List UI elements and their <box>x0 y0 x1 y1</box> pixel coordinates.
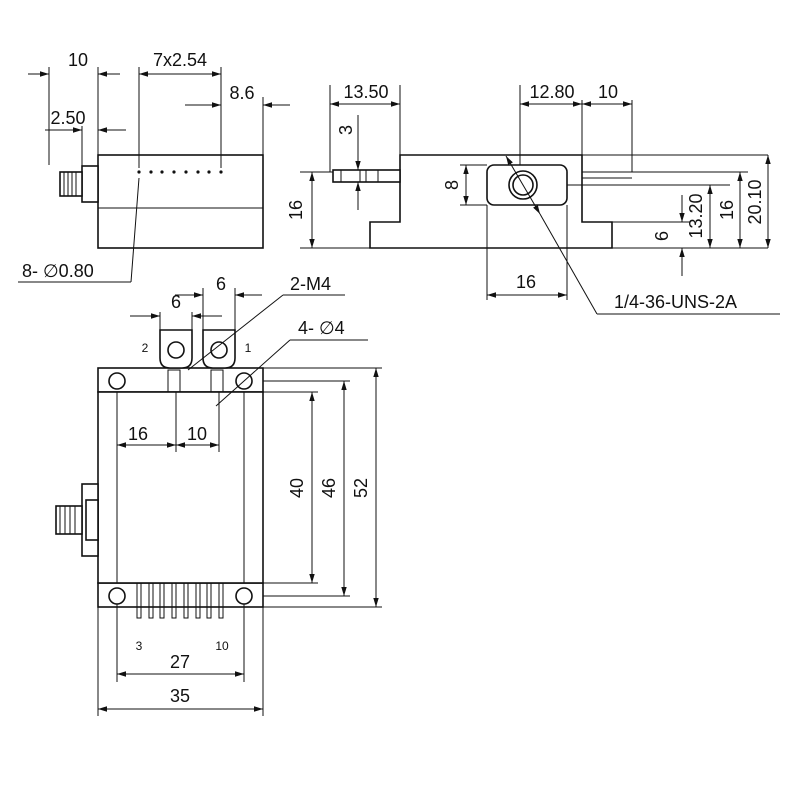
dim-6-side: 6 <box>652 231 672 241</box>
dim-8-6: 8.6 <box>229 83 254 103</box>
dim-10-front: 10 <box>187 424 207 444</box>
bottom-flange <box>97 582 264 608</box>
dim-6-right: 6 <box>216 274 226 294</box>
pin-hole-callout: 8- ∅0.80 <box>22 261 94 281</box>
pin <box>171 582 177 619</box>
pin <box>148 582 154 619</box>
pin-hole <box>160 170 164 174</box>
dim-16-front: 16 <box>128 424 148 444</box>
fiber-connector-mount <box>486 164 568 206</box>
pin-hole <box>184 170 188 174</box>
pin <box>218 582 224 619</box>
dim-40: 40 <box>287 478 307 498</box>
thread-callout: 1/4-36-UNS-2A <box>614 292 737 312</box>
pin-label-2: 2 <box>142 341 149 355</box>
mount-hole <box>108 372 126 390</box>
pin-holes-row <box>137 170 223 174</box>
side-view: 13.50 3 16 12.80 10 8 16 6 13.20 16 20.1… <box>286 82 780 315</box>
top-view-housing <box>97 154 264 249</box>
front-view-housing <box>97 391 264 584</box>
dim-52: 52 <box>351 478 371 498</box>
terminal-tab-2 <box>159 329 193 393</box>
dim-16-width: 16 <box>516 272 536 292</box>
pin <box>159 582 165 619</box>
pin-label-1: 1 <box>245 341 252 355</box>
pin-hole <box>149 170 153 174</box>
sma-connector-front <box>55 483 99 557</box>
pin <box>206 582 212 619</box>
top-view: 10 7x2.54 8.6 2.50 8- ∅0.80 <box>18 50 290 283</box>
pin-row <box>136 582 224 619</box>
dim-16-height: 16 <box>286 200 306 220</box>
mount-hole <box>235 372 253 390</box>
pin-hole <box>196 170 200 174</box>
dim-35: 35 <box>170 686 190 706</box>
side-pin-stub <box>332 169 401 183</box>
dim-10-side: 10 <box>598 82 618 102</box>
pin-hole <box>137 170 141 174</box>
sma-connector-top <box>59 165 99 203</box>
dim-pin-pitch: 7x2.54 <box>153 50 207 70</box>
dim-12-80: 12.80 <box>529 82 574 102</box>
dim-16-right: 16 <box>717 200 737 220</box>
pin-label-3: 3 <box>136 639 143 653</box>
mount-holes-callout: 4- ∅4 <box>298 318 345 338</box>
pin <box>183 582 189 619</box>
front-view: 2 1 3 10 6 <box>55 274 382 716</box>
dim-10-top: 10 <box>68 50 88 70</box>
dim-46: 46 <box>319 478 339 498</box>
dim-20-10: 20.10 <box>745 179 765 224</box>
dim-6-left: 6 <box>171 292 181 312</box>
dim-3: 3 <box>336 125 356 135</box>
pin-hole <box>172 170 176 174</box>
dim-8: 8 <box>442 180 462 190</box>
pin-label-10: 10 <box>215 639 229 653</box>
pin-hole <box>207 170 211 174</box>
dim-2-50: 2.50 <box>50 108 85 128</box>
pin-hole <box>219 170 223 174</box>
dim-13-20: 13.20 <box>686 193 706 238</box>
pin <box>136 582 142 619</box>
pin <box>195 582 201 619</box>
tab-holes-callout: 2-M4 <box>290 274 331 294</box>
dim-27: 27 <box>170 652 190 672</box>
dim-13-50: 13.50 <box>343 82 388 102</box>
